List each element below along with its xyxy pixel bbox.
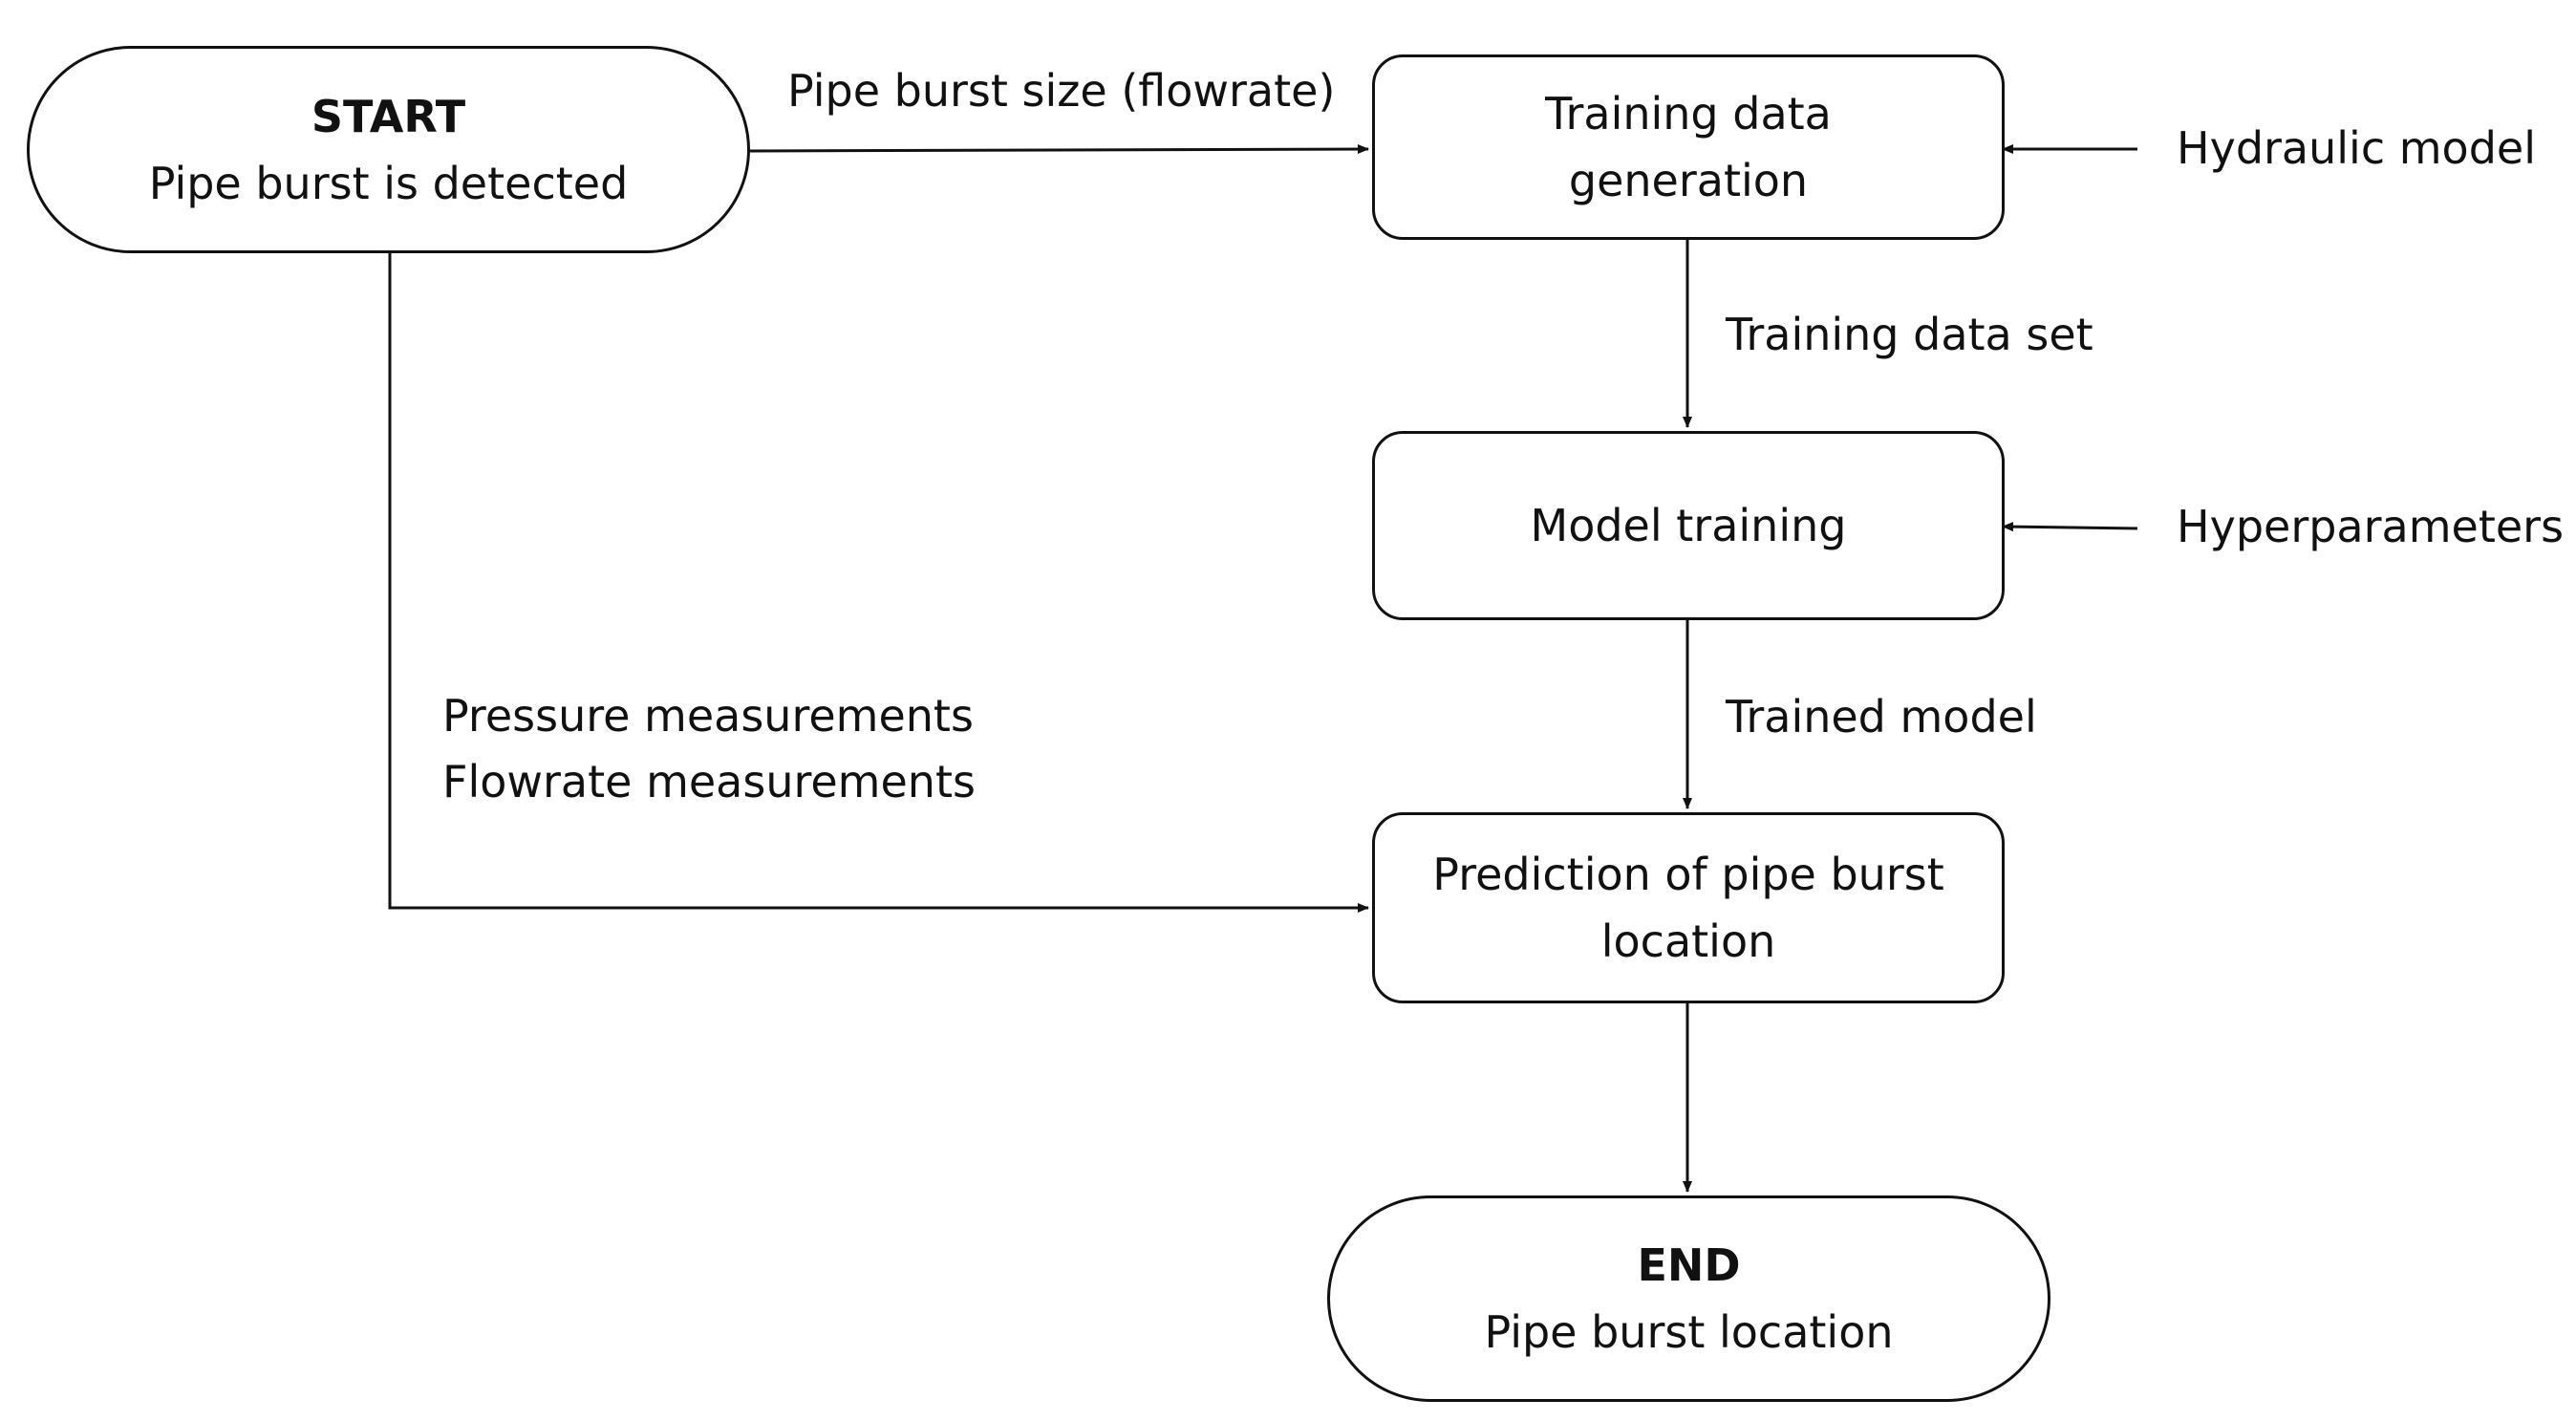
model-training-node: Model training	[1372, 431, 2005, 620]
label-pressure-measurements: Pressure measurements	[442, 690, 974, 742]
label-burst-size: Pipe burst size (flowrate)	[787, 65, 1336, 117]
training-data-generation-node: Training data generation	[1372, 54, 2005, 240]
arrow-start-to-training-data	[749, 144, 1369, 155]
end-title: END	[1637, 1239, 1741, 1291]
end-node: END Pipe burst location	[1327, 1195, 2050, 1402]
training-data-generation-line2: generation	[1568, 155, 1809, 206]
prediction-node: Prediction of pipe burst location	[1372, 812, 2005, 1003]
prediction-line2: location	[1600, 915, 1776, 967]
start-title: START	[311, 90, 466, 142]
training-data-generation-line1: Training data	[1545, 88, 1832, 140]
end-subtitle: Pipe burst location	[1484, 1306, 1894, 1358]
start-subtitle: Pipe burst is detected	[148, 157, 629, 209]
arrow-measurements-to-prediction	[388, 253, 1369, 913]
arrow-hyperparameters-in	[2002, 522, 2138, 532]
label-hydraulic-model: Hydraulic model	[2177, 122, 2536, 174]
label-trained-model: Trained model	[1726, 691, 2037, 743]
label-training-data-set: Training data set	[1726, 309, 2093, 360]
model-training-label: Model training	[1530, 500, 1847, 551]
label-hyperparameters: Hyperparameters	[2177, 501, 2565, 552]
label-flowrate-measurements: Flowrate measurements	[442, 756, 976, 807]
start-node: START Pipe burst is detected	[27, 46, 750, 253]
prediction-line1: Prediction of pipe burst	[1432, 849, 1944, 900]
